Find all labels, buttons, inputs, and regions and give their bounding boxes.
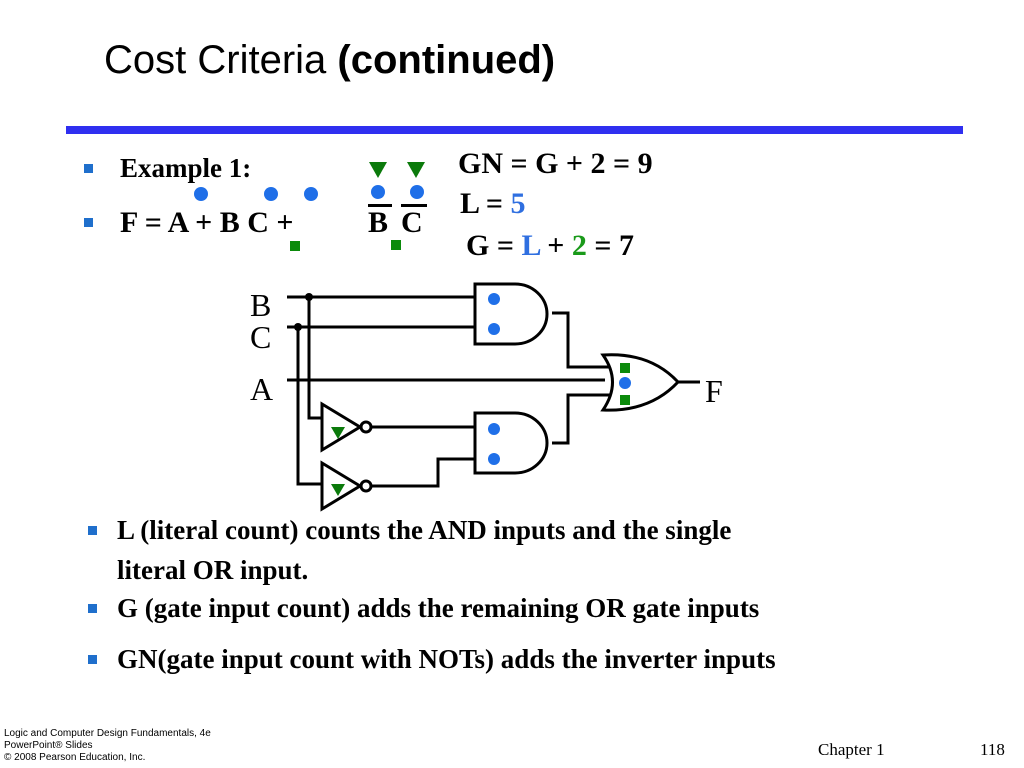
l-value: 5 [510,187,526,220]
c-complement-bar [401,204,427,207]
label-a: A [250,371,273,407]
wire-b-to-inv1 [307,297,322,420]
footer-line-2: PowerPoint® Slides [4,740,93,751]
inverter-1-bubble [359,420,373,434]
bullet-note-1 [88,526,97,535]
bullet-example [84,164,93,173]
or-input-marker-3 [620,395,630,405]
title-bold: (continued) [337,38,556,82]
label-b: B [250,287,271,323]
or-input-marker-2 [619,377,631,389]
bullet-function [84,218,93,227]
literal-marker-a [194,187,208,201]
footer-chapter: Chapter 1 [818,740,885,759]
l-equation: L = 5 [460,187,525,221]
literal-marker-b [264,187,278,201]
and2-input-marker-2 [488,453,500,465]
footer-line-1: Logic and Computer Design Fundamentals, … [4,728,211,739]
wire-and1-out [552,311,610,369]
circuit-wires [287,295,700,488]
inv1-input-marker [331,427,345,439]
wire-c-to-inv2 [296,327,322,486]
title-plain: Cost Criteria [104,38,338,82]
note-3: GN(gate input count with NOTs) adds the … [117,644,776,674]
junction-c [294,323,302,331]
literal-marker-bbar [371,185,385,199]
footer-page-number: 118 [980,740,1005,759]
title-underline-bar [66,126,963,134]
and1-input-marker-1 [488,293,500,305]
literal-marker-cbar [410,185,424,199]
g-two-term: 2 [571,229,587,262]
function-b-bar: B [368,206,389,239]
inverter-marker-2 [407,162,425,178]
example-label: Example 1: [120,153,252,183]
inv2-input-marker [331,484,345,496]
junction-b [305,293,313,301]
wire-inv2-out [372,457,475,488]
g-equation: G = L + 2 = 7 [466,229,634,263]
g-l-term: L [521,229,540,262]
and1-input-marker-2 [488,323,500,335]
or-gate [600,353,681,412]
label-c: C [250,319,271,355]
bullet-note-2 [88,604,97,613]
inverter-marker-1 [369,162,387,178]
function-c-bar: C [401,206,423,239]
footer-credits: Logic and Computer Design Fundamentals, … [4,728,211,764]
note-1-line-2: literal OR input. [117,555,309,585]
slide-title: Cost Criteria (continued) [104,38,555,83]
note-1-line-1: L (literal count) counts the AND inputs … [117,515,732,545]
bullet-note-3 [88,655,97,664]
footer-line-3: © 2008 Pearson Education, Inc. [4,752,146,763]
function-lhs: F = A + B C + [120,206,294,239]
and2-input-marker-1 [488,423,500,435]
inverter-2-bubble [359,479,373,493]
and-gate-1 [473,282,549,346]
note-2: G (gate input count) adds the remaining … [117,593,760,623]
g-prefix: G = [466,229,522,262]
b-complement-bar [368,204,392,207]
label-f: F [705,373,723,409]
g-result: = 7 [586,229,635,262]
or-input-marker-1 [620,363,630,373]
gn-equation: GN = G + 2 = 9 [458,147,653,180]
wire-and2-out [552,393,610,445]
literal-marker-c [304,187,318,201]
g-plus: + [539,229,572,262]
gate-marker-1 [290,241,300,251]
l-prefix: L = [460,187,511,220]
and-gate-2 [473,411,549,475]
gate-marker-2 [391,240,401,250]
